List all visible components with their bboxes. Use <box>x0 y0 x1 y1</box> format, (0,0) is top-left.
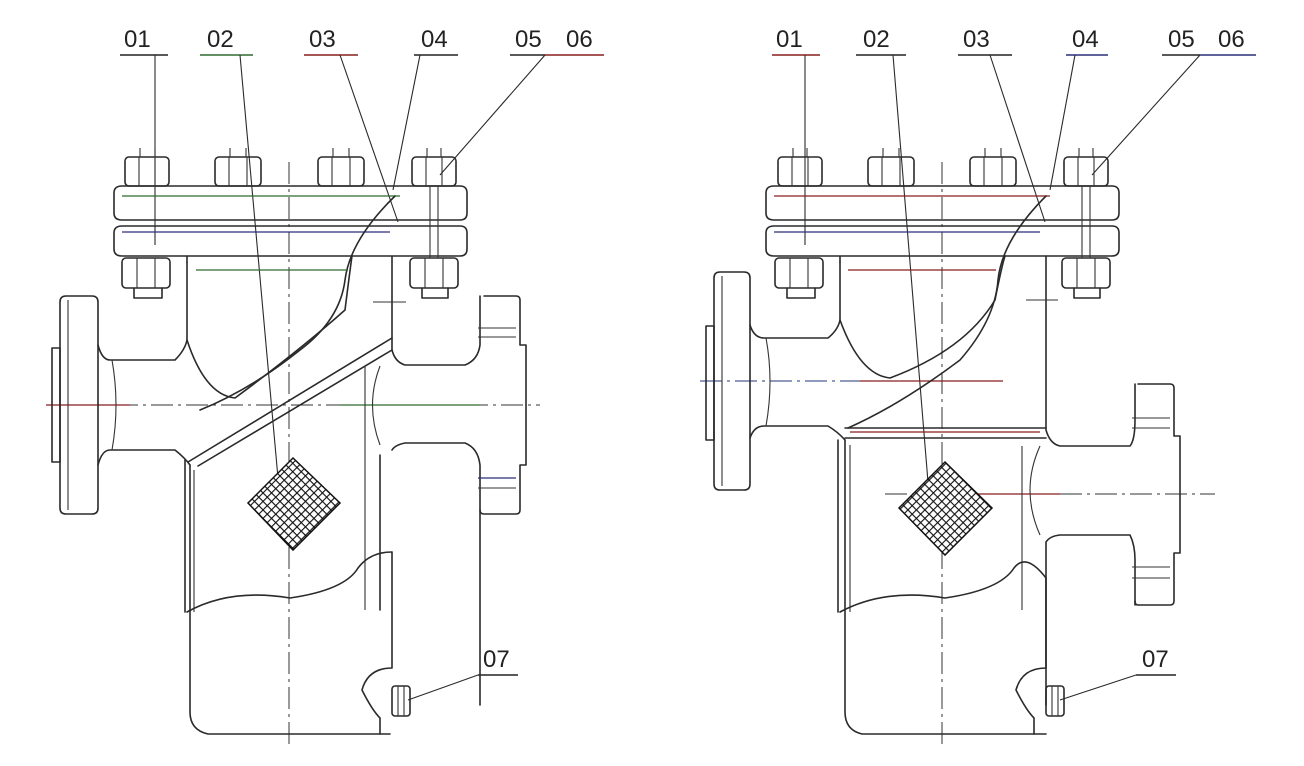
right-body-right-wall <box>1045 255 1136 706</box>
left-inlet-neck-curve <box>111 359 117 451</box>
right-bolt-3 <box>969 148 1017 187</box>
left-bolt-3 <box>317 148 365 187</box>
right-label-05: 05 <box>1168 26 1195 53</box>
left-leader-04 <box>392 54 421 191</box>
left-inlet-neck <box>97 261 191 466</box>
left-drain-body <box>361 551 393 735</box>
right-label-07: 07 <box>1142 646 1169 673</box>
right-inlet-neck-curve <box>765 337 771 427</box>
right-cover-plate-bottom <box>765 225 1120 257</box>
left-label-07: 07 <box>483 646 510 673</box>
right-bolt-2 <box>867 148 915 187</box>
left-cover-plate-top <box>113 185 468 221</box>
left-body-left-wall <box>186 255 391 735</box>
right-mesh-icon <box>897 460 994 557</box>
left-label-02: 02 <box>207 26 234 53</box>
right-inlet-flange <box>713 271 751 491</box>
right-view: 01 02 03 04 05 06 07 <box>700 26 1256 748</box>
left-bottom-curve <box>186 551 393 613</box>
right-outlet-neck-curve <box>1029 445 1041 536</box>
right-drain-plug <box>1045 685 1065 717</box>
right-label-04: 04 <box>1072 26 1099 53</box>
right-bolt-1 <box>774 148 824 299</box>
left-bolt-4 <box>409 148 459 299</box>
right-inlet-neck <box>749 261 846 441</box>
left-leader-0506 <box>439 54 546 176</box>
left-label-03: 03 <box>309 26 336 53</box>
left-view: 01 02 03 04 05 06 07 <box>46 26 604 748</box>
left-body-right-wall <box>379 255 481 706</box>
right-leader-0506 <box>1091 54 1201 176</box>
right-body-left-wall <box>839 255 1047 735</box>
right-leader-02 <box>892 54 929 483</box>
left-label-04: 04 <box>421 26 448 53</box>
right-leader-04 <box>1049 54 1076 191</box>
left-drain-plug <box>391 685 411 717</box>
left-outlet-flange <box>479 295 527 515</box>
left-inlet-raised-face <box>51 347 61 463</box>
right-partition-curve <box>839 255 1006 379</box>
right-drain-body <box>1015 577 1047 735</box>
left-leader-02 <box>239 54 279 479</box>
right-screen-horizontal <box>844 427 1047 439</box>
right-label-01: 01 <box>776 26 803 53</box>
right-leader-03 <box>989 54 1046 223</box>
left-label-05: 05 <box>515 26 542 53</box>
left-mesh-icon <box>246 456 342 552</box>
right-inlet-raised-face <box>705 325 715 441</box>
left-label-06: 06 <box>566 26 593 53</box>
right-bolt-4 <box>1061 148 1111 299</box>
left-bolt-1 <box>121 148 171 299</box>
left-cover-plate-bottom <box>113 225 468 257</box>
left-partition-curve <box>186 255 353 399</box>
left-label-01: 01 <box>124 26 151 53</box>
left-inlet-flange <box>59 295 99 515</box>
right-outlet-flange <box>1134 383 1181 606</box>
left-leader-07 <box>407 674 479 701</box>
right-cover-plate-top <box>765 185 1120 221</box>
left-leader-03 <box>339 54 399 223</box>
right-label-03: 03 <box>963 26 990 53</box>
left-outlet-neck-curve <box>371 365 381 446</box>
right-partition-inner <box>847 195 1047 429</box>
right-label-02: 02 <box>863 26 890 53</box>
left-screen-diagonal <box>187 337 393 467</box>
right-leader-07 <box>1059 674 1137 701</box>
left-partition-inner <box>199 195 396 411</box>
right-bottom-curve <box>839 561 1047 613</box>
right-label-06: 06 <box>1218 26 1245 53</box>
left-bolt-2 <box>214 148 262 187</box>
